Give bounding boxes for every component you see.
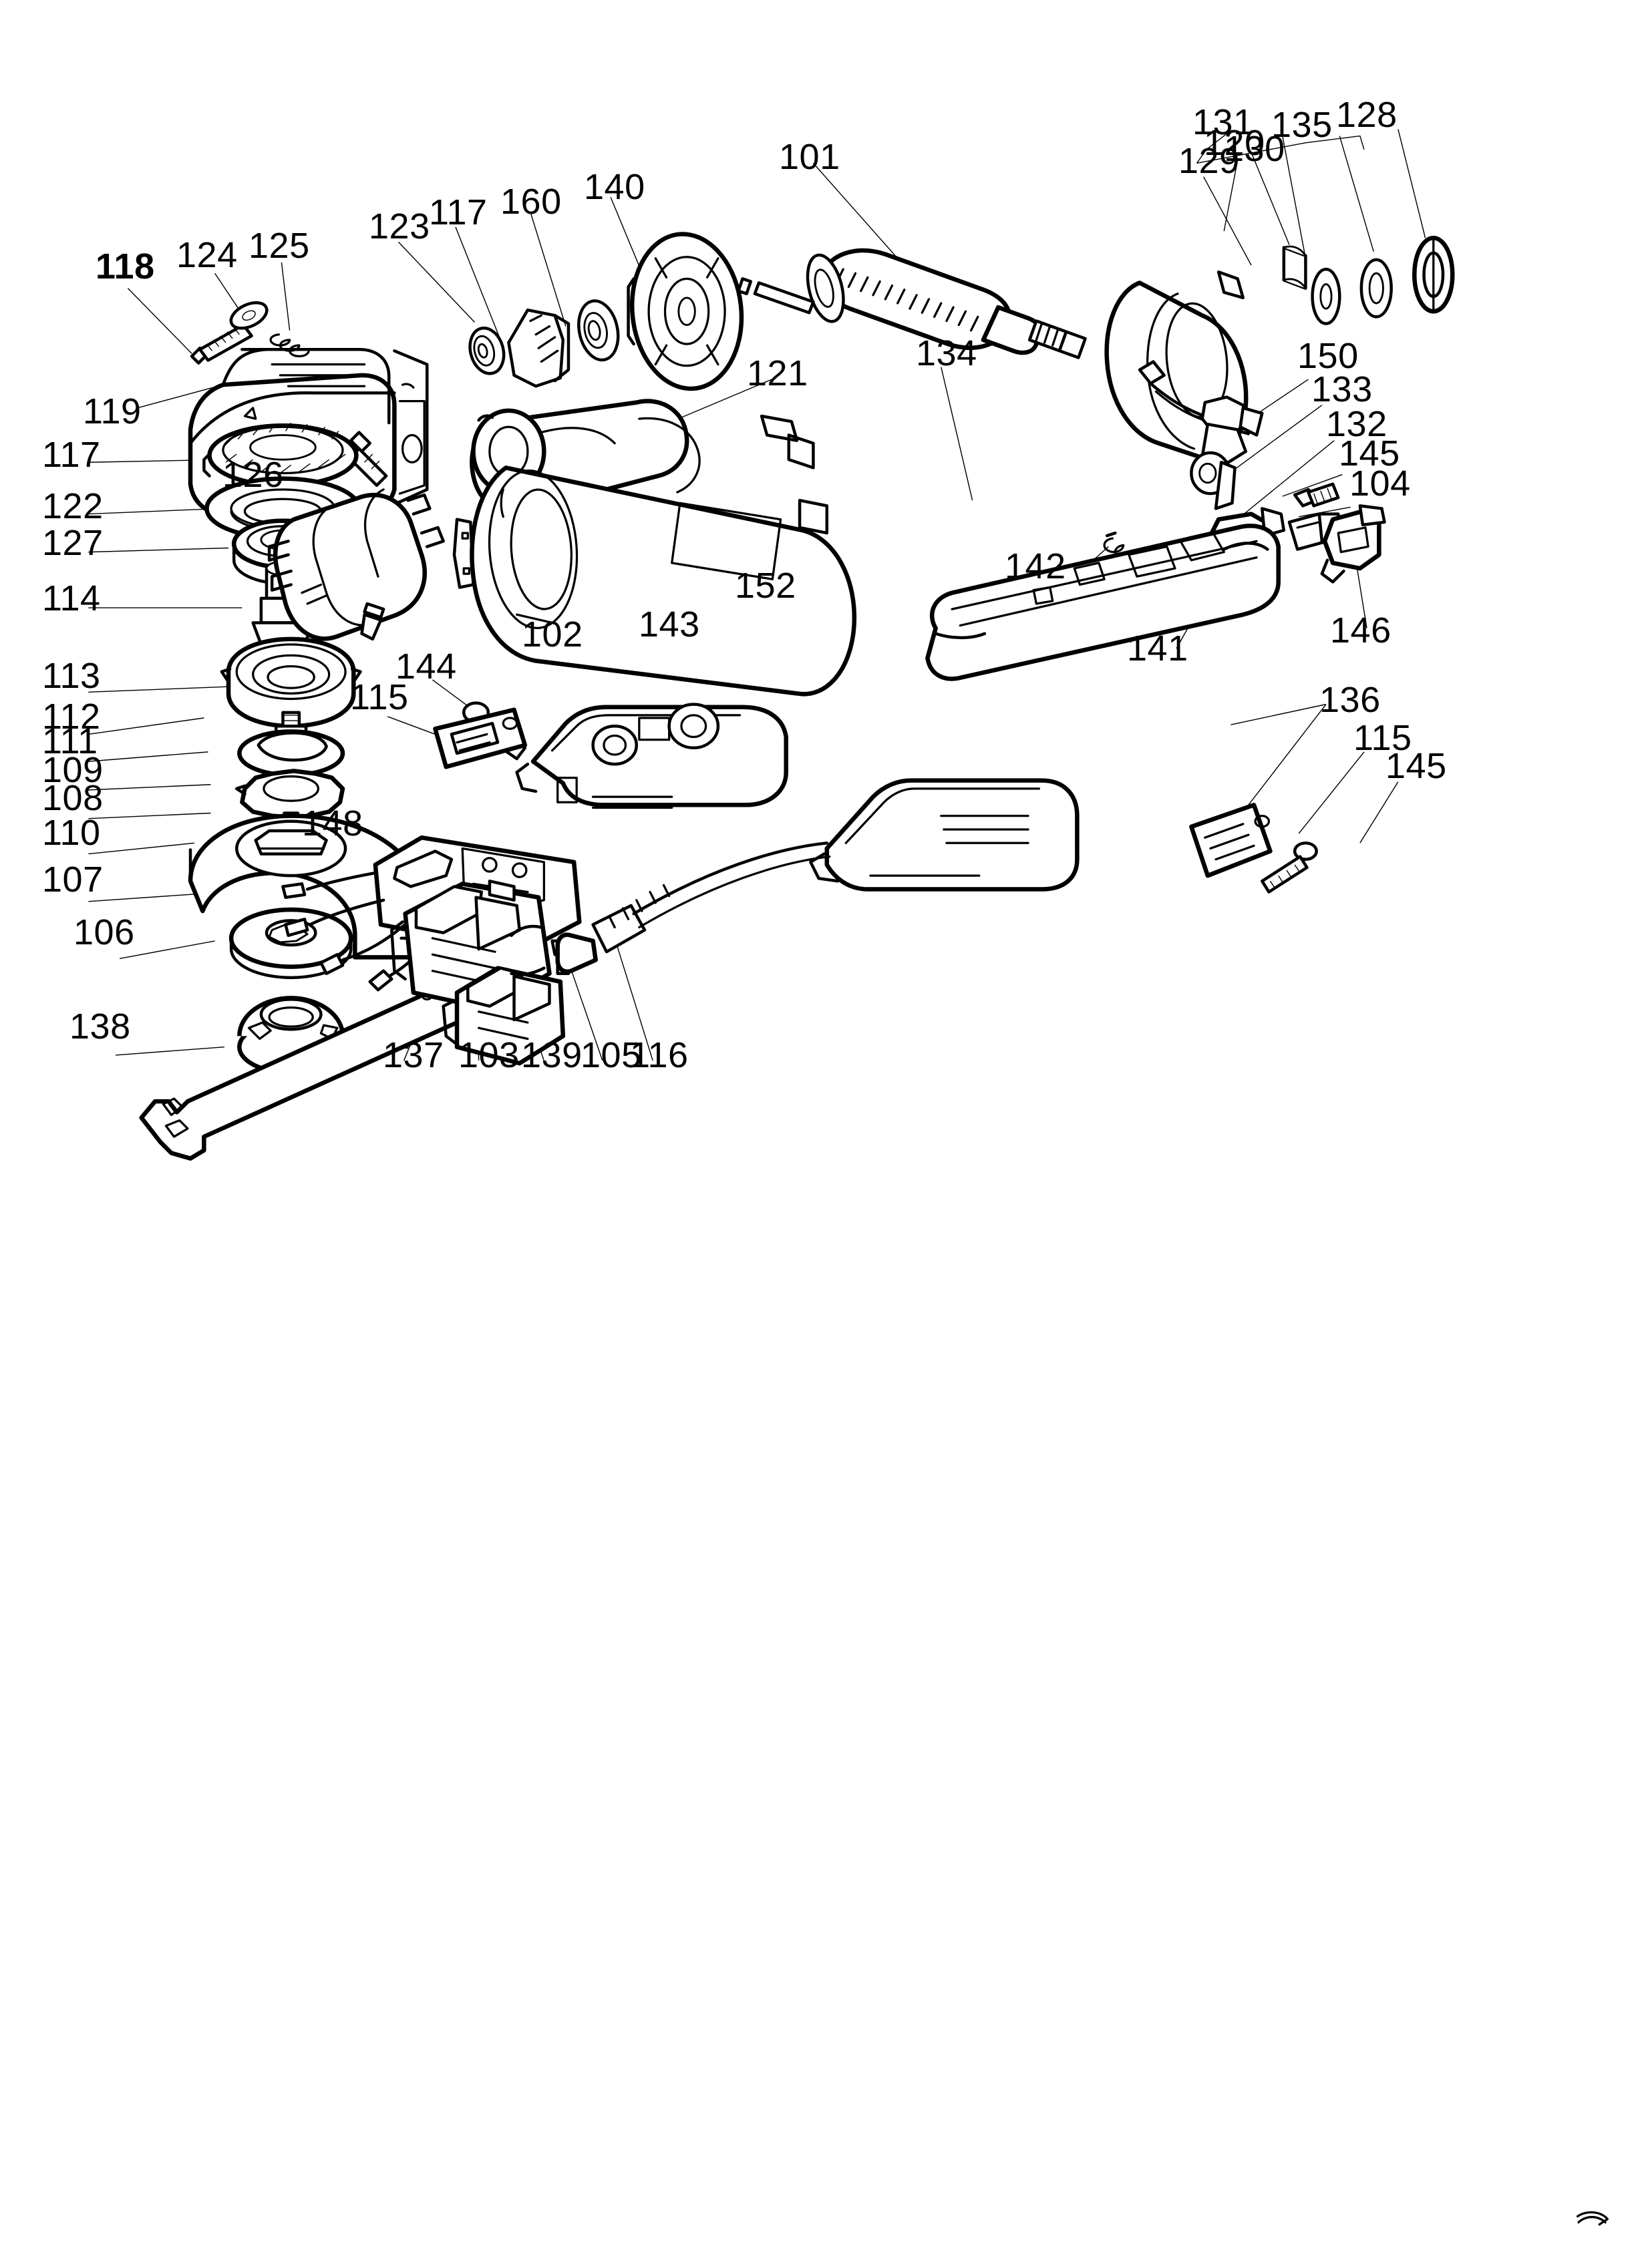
group-handle-shells xyxy=(281,701,1318,1066)
callout-144: 144 xyxy=(395,646,457,687)
part-136-handle-shell-upper xyxy=(515,703,788,809)
page-curl-glyph: ⌒ xyxy=(1577,2214,1608,2249)
callout-131: 131 xyxy=(1192,102,1254,142)
callout-142: 142 xyxy=(1005,546,1066,586)
callout-110: 110 xyxy=(42,813,101,853)
part-123-bearing xyxy=(468,327,506,375)
part-145-screw-right xyxy=(1293,482,1340,508)
part-116-power-cord xyxy=(608,841,831,929)
part-140-baffle-plate xyxy=(627,232,744,391)
callout-130: 130 xyxy=(1224,129,1285,169)
part-113-flange-cover xyxy=(220,636,362,729)
part-152-brush-plate xyxy=(452,518,475,589)
callout-160: 160 xyxy=(500,182,562,222)
callout-122: 122 xyxy=(42,486,104,526)
page-curl-mark xyxy=(1576,2211,1609,2226)
part-128-bearing xyxy=(1359,258,1393,319)
callout-138: 138 xyxy=(69,1006,131,1047)
callout-137: 137 xyxy=(383,1035,444,1075)
callout-148: 148 xyxy=(302,803,363,843)
callout-123: 123 xyxy=(369,206,430,246)
callout-114: 114 xyxy=(42,578,101,618)
callout-105: 105 xyxy=(581,1035,642,1075)
callout-103: 103 xyxy=(458,1035,520,1075)
callout-129: 129 xyxy=(1178,141,1240,181)
callout-120: 120 xyxy=(1204,123,1265,163)
callout-139: 139 xyxy=(521,1035,583,1075)
callout-116: 116 xyxy=(630,1035,689,1075)
callout-104: 104 xyxy=(1349,463,1411,504)
part-125-spring xyxy=(269,333,310,358)
callout-119: 119 xyxy=(83,391,142,431)
part-101-armature xyxy=(737,248,1087,359)
callout-135: 135 xyxy=(1271,105,1333,145)
part-110-wheel-guard xyxy=(188,813,431,960)
callout-115: 115 xyxy=(350,677,409,717)
callout-150: 150 xyxy=(1297,336,1359,376)
part-120-spacer xyxy=(1282,245,1307,290)
callout-102: 102 xyxy=(522,614,583,654)
callout-117: 117 xyxy=(42,435,101,475)
callout-141: 141 xyxy=(1127,628,1188,669)
callout-109: 109 xyxy=(42,750,104,790)
callout-121: 121 xyxy=(747,353,808,393)
callout-113: 113 xyxy=(42,656,101,696)
callout-115: 115 xyxy=(1353,718,1412,758)
callout-112: 112 xyxy=(42,697,101,737)
part-102-field-stator xyxy=(267,488,445,641)
part-134-motor-housing xyxy=(470,414,857,697)
part-115-label-left xyxy=(433,707,528,769)
callout-145: 145 xyxy=(1339,433,1400,474)
part-150-brush-lead xyxy=(1138,360,1264,467)
part-111-retaining-ring xyxy=(237,729,345,777)
part-109-lock-washer xyxy=(234,769,345,819)
part-136-handle-shell-lower xyxy=(809,778,1080,892)
callout-118: 118 xyxy=(96,246,155,287)
part-124-washer xyxy=(229,301,269,330)
callout-117: 117 xyxy=(429,192,488,232)
part-143-screw xyxy=(360,602,385,641)
callout-127: 127 xyxy=(42,523,104,563)
group-guard-stack xyxy=(139,636,473,1161)
part-141-handle-half xyxy=(925,524,1281,681)
callout-126: 126 xyxy=(222,455,284,495)
callout-133: 133 xyxy=(1311,369,1373,409)
callout-146: 146 xyxy=(1330,610,1392,650)
part-133-lock-cam xyxy=(1190,451,1237,510)
callout-125: 125 xyxy=(249,226,310,266)
callout-107: 107 xyxy=(42,860,104,900)
callout-136: 136 xyxy=(1319,680,1381,720)
callout-124: 124 xyxy=(176,235,238,275)
callout-145: 145 xyxy=(1385,746,1447,786)
part-131-bearing-assembly xyxy=(1412,236,1455,314)
callout-101: 101 xyxy=(779,137,840,177)
callout-111: 111 xyxy=(42,721,98,761)
leader-lines xyxy=(88,129,1426,1061)
callout-152: 152 xyxy=(735,566,796,606)
callout-140: 140 xyxy=(584,167,645,207)
part-160-bearing xyxy=(577,299,620,362)
part-145-screw-bottom xyxy=(1261,841,1318,894)
part-115-label-right xyxy=(1189,803,1273,878)
callout-106: 106 xyxy=(73,912,135,952)
group-motor-housing xyxy=(267,360,1343,697)
part-107-backing-flange xyxy=(228,907,353,980)
part-118-screw xyxy=(190,323,253,365)
part-146-switch-lever xyxy=(1320,504,1386,584)
part-135-washer xyxy=(1311,267,1341,325)
callout-143: 143 xyxy=(639,604,700,644)
part-105-cord-protector xyxy=(510,904,647,976)
callout-108: 108 xyxy=(42,778,104,818)
part-103-terminal-block xyxy=(442,966,566,1066)
callout-128: 128 xyxy=(1336,95,1398,135)
part-117-pinion xyxy=(507,308,570,388)
callout-134: 134 xyxy=(916,333,977,373)
callout-132: 132 xyxy=(1326,404,1388,444)
